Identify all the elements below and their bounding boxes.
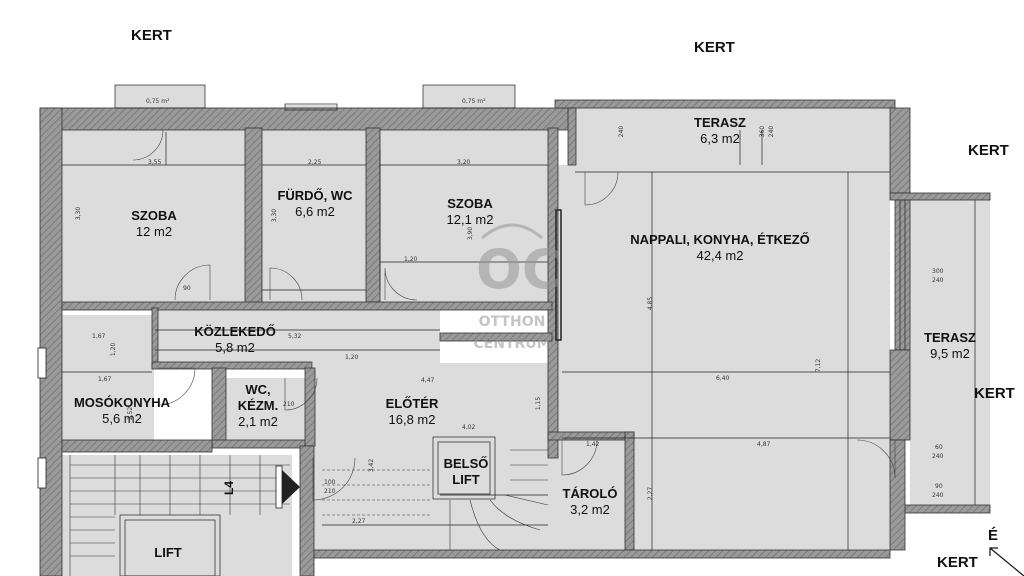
room-name: SZOBA <box>131 208 177 223</box>
room-furdo: FÜRDŐ, WC 6,6 m2 <box>270 188 360 220</box>
dim-167a: 1,67 <box>92 333 106 340</box>
dim-240a: 240 <box>932 277 944 284</box>
dim-100: 100 <box>324 479 336 486</box>
dim-115: 1,15 <box>535 396 543 411</box>
staircase <box>69 449 549 576</box>
room-area: 42,4 m2 <box>696 248 744 263</box>
garden-label-top-center: KERT <box>694 39 735 56</box>
dim-60: 60 <box>935 444 943 451</box>
room-name: SZOBA <box>447 196 493 211</box>
room-name: WC, <box>245 382 271 397</box>
dim-120b: 1,20 <box>345 354 359 361</box>
room-area: 5,6 m2 <box>102 411 142 426</box>
dim-227a: 2,27 <box>352 518 366 525</box>
room-wc: WC, KÉZM. 2,1 m2 <box>226 382 290 430</box>
room-name: BELSŐ <box>443 456 489 471</box>
dim-210: 210 <box>324 488 336 495</box>
dim-210b: 210 <box>283 401 295 408</box>
window-left-upper <box>37 347 47 379</box>
room-name: FÜRDŐ, WC <box>277 188 353 203</box>
room-name: TERASZ <box>694 115 746 130</box>
room-name: KÖZLEKEDŐ <box>194 324 276 339</box>
dim-90: 90 <box>935 483 943 490</box>
room-name: TÁROLÓ <box>562 486 618 501</box>
room-nappali: NAPPALI, KONYHA, ÉTKEZŐ 42,4 m2 <box>610 232 830 264</box>
room-eloter: ELŐTÉR 16,8 m2 <box>372 396 452 428</box>
dim-342: 3,42 <box>368 458 376 473</box>
dim-120a: 1,20 <box>404 256 418 263</box>
radiator-mark <box>555 209 562 341</box>
dim-712: 7,12 <box>815 358 823 373</box>
dim-120c: 1,20 <box>110 342 118 357</box>
room-terasz-right: TERASZ 9,5 m2 <box>912 330 988 362</box>
room-area: 6,6 m2 <box>295 204 335 219</box>
dim-227b: 2,27 <box>647 486 655 501</box>
dim-390: 3,90 <box>467 226 475 241</box>
garden-label-right-middle: KERT <box>974 385 1015 402</box>
room-name-2: LIFT <box>452 472 480 487</box>
room-area: 12,1 m2 <box>446 212 494 227</box>
dim-167b: 1,67 <box>98 376 112 383</box>
garden-label-bottom-right: KERT <box>937 554 978 571</box>
room-area: 5,8 m2 <box>215 340 255 355</box>
dim-142: 1,42 <box>586 441 600 448</box>
garden-label-right-upper: KERT <box>968 142 1009 159</box>
room-belso-lift: BELSŐ LIFT <box>440 456 492 488</box>
room-area: 2,1 m2 <box>238 414 278 429</box>
room-kozlekedo: KÖZLEKEDŐ 5,8 m2 <box>190 324 280 356</box>
room-lift: LIFT <box>154 545 182 560</box>
room-name: NAPPALI, KONYHA, ÉTKEZŐ <box>630 232 810 247</box>
room-name-2: KÉZM. <box>237 398 279 413</box>
dim-532: 5,32 <box>288 333 302 340</box>
elevator-arrow-icon <box>280 468 300 506</box>
dim-075a: 0,75 m² <box>146 98 170 105</box>
north-arrow-icon <box>989 547 1024 576</box>
room-name: MOSÓKONYHA <box>73 395 171 410</box>
room-szoba-2: SZOBA 12,1 m2 <box>425 196 515 228</box>
dim-330a: 3,30 <box>75 206 83 221</box>
dim-402: 4,02 <box>462 424 476 431</box>
window-left-lower <box>37 457 47 489</box>
walls <box>39 99 991 576</box>
room-mosokonyha: MOSÓKONYHA 5,6 m2 <box>72 395 172 427</box>
dim-330b: 3,30 <box>271 208 279 223</box>
dim-360: 360 <box>759 125 767 138</box>
room-area: 9,5 m2 <box>930 346 970 361</box>
room-area: 3,2 m2 <box>570 502 610 517</box>
dim-240d: 240 <box>768 125 776 138</box>
dim-252: 2,52 <box>127 406 135 421</box>
watermark-line2: CENTRUM <box>473 336 551 352</box>
watermark-arch <box>481 223 543 240</box>
room-l4: L4 <box>222 480 237 496</box>
dim-485: 4,85 <box>647 296 655 311</box>
room-name: TERASZ <box>924 330 976 345</box>
dim-487: 4,87 <box>757 441 771 448</box>
elevator-door-mark <box>275 465 283 509</box>
dim-300: 300 <box>932 268 944 275</box>
dim-320: 3,20 <box>457 159 471 166</box>
north-label: É <box>988 527 999 544</box>
room-area: 6,3 m2 <box>700 131 740 146</box>
garden-label-top-left: KERT <box>131 27 172 44</box>
room-fills <box>62 85 990 576</box>
dim-240c: 240 <box>932 492 944 499</box>
dim-225: 2,25 <box>308 159 322 166</box>
room-area: 12 m2 <box>135 224 173 239</box>
door-swings <box>132 129 896 501</box>
dim-075b: 0,75 m² <box>462 98 486 105</box>
room-szoba-1: SZOBA 12 m2 <box>112 208 196 240</box>
dim-447: 4,47 <box>421 377 435 384</box>
room-terasz-top: TERASZ 6,3 m2 <box>680 115 760 147</box>
dim-90b: 90 <box>183 285 191 292</box>
watermark-line1: OTTHON <box>478 314 546 330</box>
dim-640: 6,40 <box>716 375 730 382</box>
watermark-logo: OC <box>476 238 562 301</box>
room-tarolo: TÁROLÓ 3,2 m2 <box>553 486 627 518</box>
room-name: ELŐTÉR <box>385 396 439 411</box>
room-area: 16,8 m2 <box>388 412 436 427</box>
dim-240e: 240 <box>618 125 626 138</box>
dim-355: 3,55 <box>148 159 162 166</box>
dim-240b: 240 <box>932 453 944 460</box>
